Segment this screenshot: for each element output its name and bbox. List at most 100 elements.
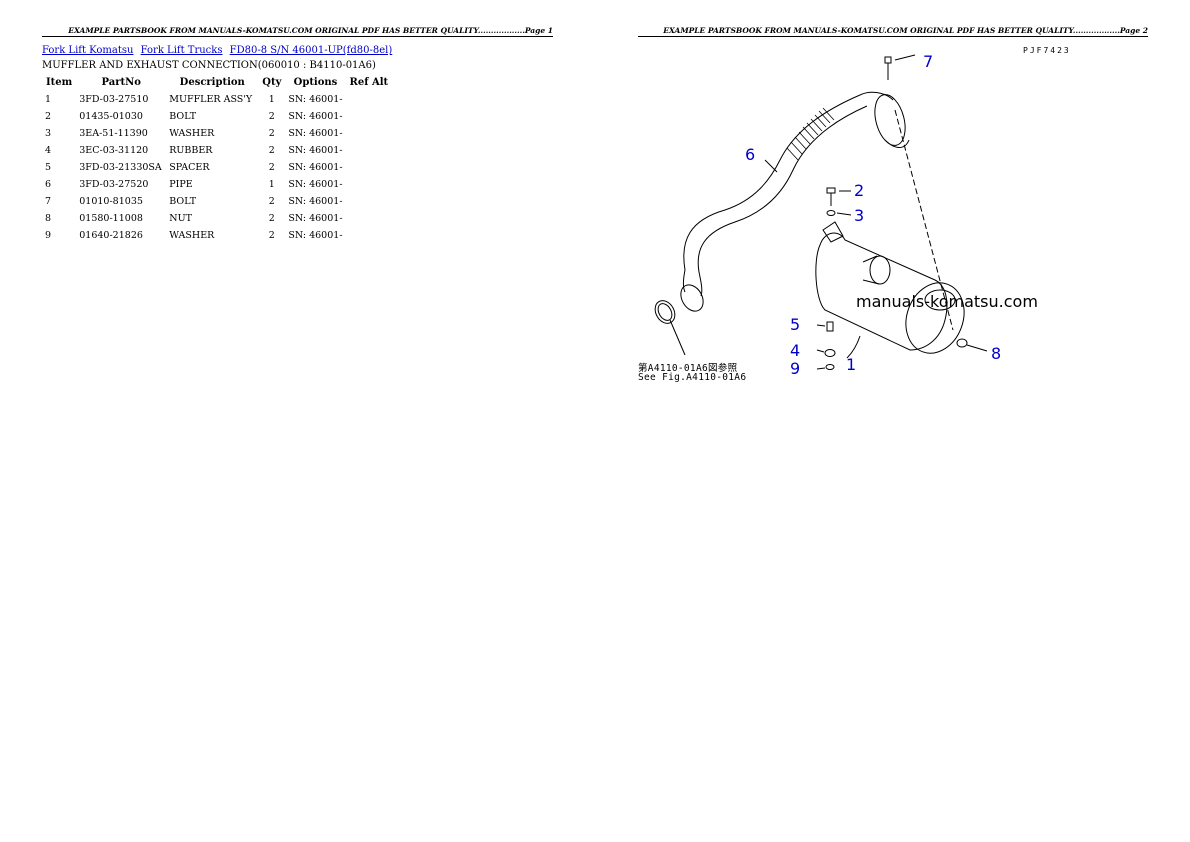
callout-5: 5 bbox=[790, 315, 801, 334]
cell-options: SN: 46001- bbox=[288, 196, 343, 207]
cell-partno: 3FD-03-27520 bbox=[79, 179, 149, 190]
cell-ref-alt bbox=[346, 210, 393, 227]
header-item: Item bbox=[46, 77, 73, 88]
see-figure-japanese: 第A4110-01A6図参照 bbox=[638, 363, 738, 374]
pipe-upper-flange bbox=[874, 94, 906, 146]
callout-1: 1 bbox=[846, 355, 857, 374]
breadcrumb-link-fork-lift-komatsu[interactable]: Fork Lift Komatsu bbox=[42, 45, 134, 56]
cell-item: 9 bbox=[45, 230, 52, 241]
cell-qty: 1 bbox=[268, 94, 275, 105]
cell-item: 4 bbox=[45, 145, 52, 156]
exhaust-diagram bbox=[654, 54, 988, 370]
pipe-lower-end bbox=[680, 284, 704, 312]
cell-partno: 01580-11008 bbox=[79, 213, 143, 224]
cell-qty: 2 bbox=[268, 145, 275, 156]
bolt-7 bbox=[884, 56, 892, 64]
callout-6: 6 bbox=[745, 145, 756, 164]
cell-options: SN: 46001- bbox=[288, 145, 343, 156]
cell-qty: 2 bbox=[268, 196, 275, 207]
cell-item: 8 bbox=[45, 213, 52, 224]
pipe-corrugation bbox=[786, 107, 835, 161]
cell-description: NUT bbox=[169, 213, 192, 224]
cell-qty: 2 bbox=[268, 162, 275, 173]
cell-partno: 3EA-51-11390 bbox=[79, 128, 148, 139]
cell-partno: 01435-01030 bbox=[79, 111, 143, 122]
table-row: 1 3FD-03-27510 MUFFLER ASS'Y 1 SN: 46001- bbox=[42, 91, 392, 108]
cell-options: SN: 46001- bbox=[288, 179, 343, 190]
see-figure-english: See Fig.A4110-01A6 bbox=[638, 372, 747, 383]
cell-item: 7 bbox=[45, 196, 52, 207]
cell-options: SN: 46001- bbox=[288, 162, 343, 173]
nut-8 bbox=[956, 338, 968, 348]
parts-page-1: EXAMPLE PARTSBOOK FROM MANUALS-KOMATSU.C… bbox=[42, 26, 553, 244]
cell-description: WASHER bbox=[169, 230, 215, 241]
cell-item: 1 bbox=[45, 94, 52, 105]
cell-ref-alt bbox=[346, 176, 393, 193]
breadcrumb-link-fork-lift-trucks[interactable]: Fork Lift Trucks bbox=[140, 45, 223, 56]
cell-item: 6 bbox=[45, 179, 52, 190]
table-header-row: Item PartNo Description Qty Options Ref … bbox=[42, 76, 392, 91]
parts-table: Item PartNo Description Qty Options Ref … bbox=[42, 76, 392, 244]
cell-item: 2 bbox=[45, 111, 52, 122]
washer-3 bbox=[826, 210, 836, 216]
muffler-inlet bbox=[869, 255, 891, 285]
cell-options: SN: 46001- bbox=[288, 111, 343, 122]
muffler-end-cap bbox=[905, 282, 965, 354]
callout-2: 2 bbox=[854, 181, 865, 200]
cell-qty: 1 bbox=[268, 179, 275, 190]
cell-description: MUFFLER ASS'Y bbox=[169, 94, 253, 105]
cell-description: RUBBER bbox=[169, 145, 213, 156]
header-qty: Qty bbox=[262, 77, 282, 88]
cell-qty: 2 bbox=[268, 111, 275, 122]
table-row: 6 3FD-03-27520 PIPE 1 SN: 46001- bbox=[42, 176, 392, 193]
breadcrumb: Fork Lift Komatsu Fork Lift Trucks FD80-… bbox=[42, 45, 396, 56]
table-row: 4 3EC-03-31120 RUBBER 2 SN: 46001- bbox=[42, 142, 392, 159]
cell-item: 5 bbox=[45, 162, 52, 173]
spacer-5 bbox=[826, 321, 834, 332]
cell-ref-alt bbox=[346, 142, 393, 159]
cell-partno: 3FD-03-21330SA bbox=[79, 162, 162, 173]
cell-options: SN: 46001- bbox=[288, 94, 343, 105]
table-row: 7 01010-81035 BOLT 2 SN: 46001- bbox=[42, 193, 392, 210]
cell-ref-alt bbox=[346, 159, 393, 176]
cell-ref-alt bbox=[346, 108, 393, 125]
pipe-outline-lower bbox=[697, 105, 868, 273]
cell-qty: 2 bbox=[268, 230, 275, 241]
cell-description: BOLT bbox=[169, 111, 197, 122]
cell-partno: 3EC-03-31120 bbox=[79, 145, 149, 156]
header-ref-alt: Ref Alt bbox=[349, 77, 389, 88]
cell-description: SPACER bbox=[169, 162, 210, 173]
cell-item: 3 bbox=[45, 128, 52, 139]
callout-3: 3 bbox=[854, 206, 865, 225]
table-row: 9 01640-21826 WASHER 2 SN: 46001- bbox=[42, 227, 392, 244]
parts-page-2: EXAMPLE PARTSBOOK FROM MANUALS-KOMATSU.C… bbox=[595, 0, 1190, 842]
page-header: EXAMPLE PARTSBOOK FROM MANUALS-KOMATSU.C… bbox=[42, 26, 553, 37]
cell-description: BOLT bbox=[169, 196, 197, 207]
table-row: 5 3FD-03-21330SA SPACER 2 SN: 46001- bbox=[42, 159, 392, 176]
cell-ref-alt bbox=[346, 91, 393, 108]
cell-ref-alt bbox=[346, 227, 393, 244]
header-options: Options bbox=[293, 77, 338, 88]
page-header: EXAMPLE PARTSBOOK FROM MANUALS-KOMATSU.C… bbox=[638, 26, 1148, 37]
cell-partno: 01010-81035 bbox=[79, 196, 143, 207]
cell-qty: 2 bbox=[268, 128, 275, 139]
table-row: 3 3EA-51-11390 WASHER 2 SN: 46001- bbox=[42, 125, 392, 142]
rubber-4 bbox=[824, 349, 836, 357]
callout-9: 9 bbox=[790, 359, 801, 378]
callout-8: 8 bbox=[991, 344, 1002, 363]
cell-description: PIPE bbox=[169, 179, 193, 190]
cell-ref-alt bbox=[346, 193, 393, 210]
muffler-bracket bbox=[822, 221, 844, 243]
breadcrumb-link-model[interactable]: FD80-8 S/N 46001-UP(fd80-8el) bbox=[229, 45, 393, 56]
cell-qty: 2 bbox=[268, 213, 275, 224]
cell-partno: 3FD-03-27510 bbox=[79, 94, 149, 105]
callout-7: 7 bbox=[923, 52, 934, 71]
clamp bbox=[654, 300, 676, 324]
cell-description: WASHER bbox=[169, 128, 215, 139]
header-description: Description bbox=[179, 77, 245, 88]
washer-9 bbox=[825, 364, 835, 370]
cell-partno: 01640-21826 bbox=[79, 230, 143, 241]
cell-options: SN: 46001- bbox=[288, 230, 343, 241]
cell-options: SN: 46001- bbox=[288, 128, 343, 139]
